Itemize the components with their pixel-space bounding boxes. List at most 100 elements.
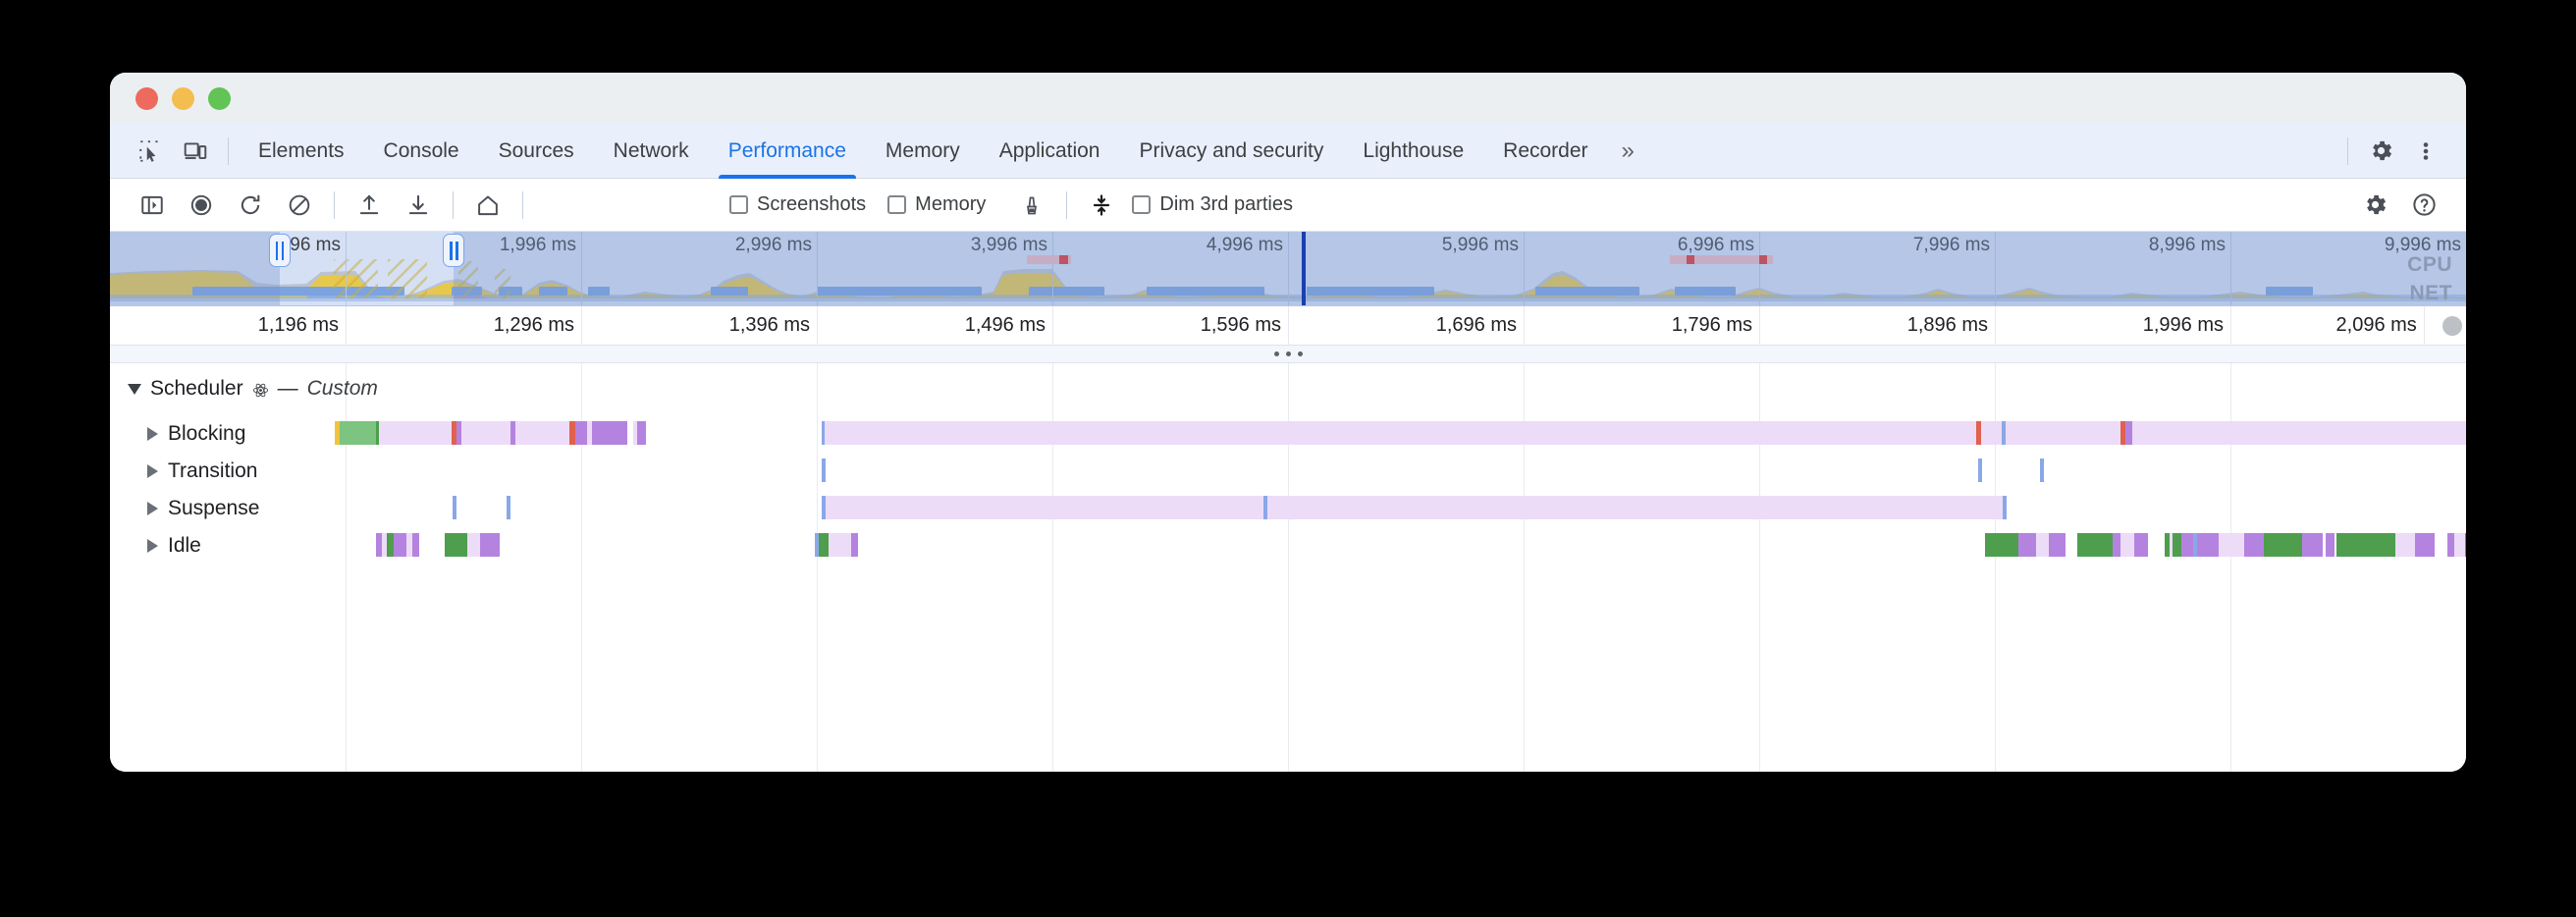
save-profile-icon[interactable] xyxy=(394,185,443,226)
record-icon[interactable] xyxy=(177,185,226,226)
flame-segment[interactable] xyxy=(825,496,1264,519)
flame-segment[interactable] xyxy=(2120,533,2134,557)
flame-segment[interactable] xyxy=(2173,533,2181,557)
timeline-ruler[interactable]: 1,196 ms 1,296 ms 1,396 ms 1,496 ms 1,59… xyxy=(110,306,2466,346)
flame-segment[interactable] xyxy=(2002,421,2006,445)
track-idle[interactable]: Idle xyxy=(110,526,2466,564)
flame-segment[interactable] xyxy=(2415,533,2435,557)
flame-segment[interactable] xyxy=(2301,533,2324,557)
home-icon[interactable] xyxy=(463,185,512,226)
flame-segment[interactable] xyxy=(375,421,380,445)
tab-lighthouse[interactable]: Lighthouse xyxy=(1363,138,1465,162)
chevron-right-icon[interactable] xyxy=(147,464,158,478)
flame-segment[interactable] xyxy=(2454,533,2465,557)
flame-segment[interactable] xyxy=(850,533,858,557)
chevron-right-icon[interactable] xyxy=(147,539,158,553)
flame-segment[interactable] xyxy=(2192,533,2197,557)
flame-segment[interactable] xyxy=(406,533,412,557)
flame-segment[interactable] xyxy=(2326,533,2334,557)
flame-segment[interactable] xyxy=(2049,533,2066,557)
inspect-element-icon[interactable] xyxy=(128,131,173,172)
chevron-down-icon[interactable] xyxy=(128,383,141,395)
tab-performance[interactable]: Performance xyxy=(709,124,866,179)
flame-segment[interactable] xyxy=(340,421,376,445)
collapse-tracks-icon[interactable] xyxy=(1077,185,1126,226)
minimize-window-button[interactable] xyxy=(172,86,194,110)
flame-chart[interactable]: Scheduler — Custom Blocking xyxy=(110,363,2466,772)
flame-segment[interactable] xyxy=(1266,496,2003,519)
flame-segment[interactable] xyxy=(819,533,829,557)
flame-segment[interactable] xyxy=(586,421,592,445)
memory-checkbox[interactable]: Memory xyxy=(887,193,986,216)
timeline-overview[interactable]: 996 ms 1,996 ms 2,996 ms 3,996 ms 4,996 … xyxy=(110,232,2466,306)
flame-segment[interactable] xyxy=(394,533,407,557)
flame-segment[interactable] xyxy=(2243,533,2265,557)
flame-segment[interactable] xyxy=(2002,496,2007,519)
flame-segment[interactable] xyxy=(1263,496,1267,519)
flame-segment[interactable] xyxy=(2077,533,2113,557)
flame-segment[interactable] xyxy=(2264,533,2302,557)
flame-segment[interactable] xyxy=(2180,533,2193,557)
flame-segment[interactable] xyxy=(2005,421,2121,445)
flame-segment[interactable] xyxy=(335,421,341,445)
flame-segment[interactable] xyxy=(507,496,511,519)
flame-segment[interactable] xyxy=(2446,533,2454,557)
tab-privacy-and-security[interactable]: Privacy and security xyxy=(1139,138,1324,162)
flame-segment[interactable] xyxy=(821,458,827,482)
flame-segment[interactable] xyxy=(591,421,627,445)
flame-segment[interactable] xyxy=(2120,421,2126,445)
flame-segment[interactable] xyxy=(2169,533,2174,557)
tab-console[interactable]: Console xyxy=(383,138,459,162)
capture-settings-gear-icon[interactable] xyxy=(2350,185,2399,226)
chevron-right-icon[interactable] xyxy=(147,427,158,441)
flame-segment[interactable] xyxy=(453,496,457,519)
flame-segment[interactable] xyxy=(2132,421,2466,445)
flame-segment[interactable] xyxy=(2164,533,2170,557)
flame-segment[interactable] xyxy=(2196,533,2219,557)
device-toolbar-icon[interactable] xyxy=(173,131,218,172)
reload-and-record-icon[interactable] xyxy=(226,185,275,226)
more-tabs-icon[interactable]: » xyxy=(1621,136,1635,164)
flame-segment[interactable] xyxy=(821,496,826,519)
flame-segment[interactable] xyxy=(456,421,462,445)
track-group-scheduler[interactable]: Scheduler — Custom xyxy=(128,377,378,401)
track-transition-label-wrap[interactable]: Transition xyxy=(147,459,257,483)
screenshots-checkbox[interactable]: Screenshots xyxy=(729,193,866,216)
tab-elements[interactable]: Elements xyxy=(258,138,345,162)
flame-segment[interactable] xyxy=(574,421,587,445)
tab-sources[interactable]: Sources xyxy=(498,138,574,162)
flame-segment[interactable] xyxy=(2039,458,2045,482)
flame-segment[interactable] xyxy=(821,421,825,445)
flame-segment[interactable] xyxy=(632,421,637,445)
track-idle-label-wrap[interactable]: Idle xyxy=(147,534,201,558)
more-options-icon[interactable] xyxy=(2403,131,2448,172)
track-suspense-label-wrap[interactable]: Suspense xyxy=(147,497,259,520)
flame-segment[interactable] xyxy=(2395,533,2416,557)
flame-segment[interactable] xyxy=(814,533,819,557)
flame-segment[interactable] xyxy=(1980,421,2003,445)
track-blocking[interactable]: Blocking xyxy=(110,414,2466,452)
flame-segment[interactable] xyxy=(466,533,480,557)
flame-segment[interactable] xyxy=(2018,533,2036,557)
flame-segment[interactable] xyxy=(2133,533,2148,557)
flame-segment[interactable] xyxy=(444,533,467,557)
flame-segment[interactable] xyxy=(1978,458,1983,482)
flame-segment[interactable] xyxy=(2218,533,2244,557)
flame-segment[interactable] xyxy=(2036,533,2050,557)
collect-garbage-icon[interactable] xyxy=(1007,185,1056,226)
flame-segment[interactable] xyxy=(636,421,647,445)
tab-memory[interactable]: Memory xyxy=(885,138,960,162)
flame-segment[interactable] xyxy=(569,421,575,445)
overview-left-handle[interactable] xyxy=(268,234,291,267)
flame-segment[interactable] xyxy=(479,533,501,557)
track-transition[interactable]: Transition xyxy=(110,452,2466,489)
dim-3rd-parties-checkbox[interactable]: Dim 3rd parties xyxy=(1132,193,1293,216)
tab-application[interactable]: Application xyxy=(998,138,1100,162)
tab-recorder[interactable]: Recorder xyxy=(1503,138,1588,162)
tab-network[interactable]: Network xyxy=(613,138,689,162)
flame-segment[interactable] xyxy=(452,421,457,445)
settings-gear-icon[interactable] xyxy=(2358,131,2403,172)
flame-segment[interactable] xyxy=(379,421,453,445)
flame-segment[interactable] xyxy=(2113,533,2121,557)
memory-checkbox-box[interactable] xyxy=(887,195,907,214)
